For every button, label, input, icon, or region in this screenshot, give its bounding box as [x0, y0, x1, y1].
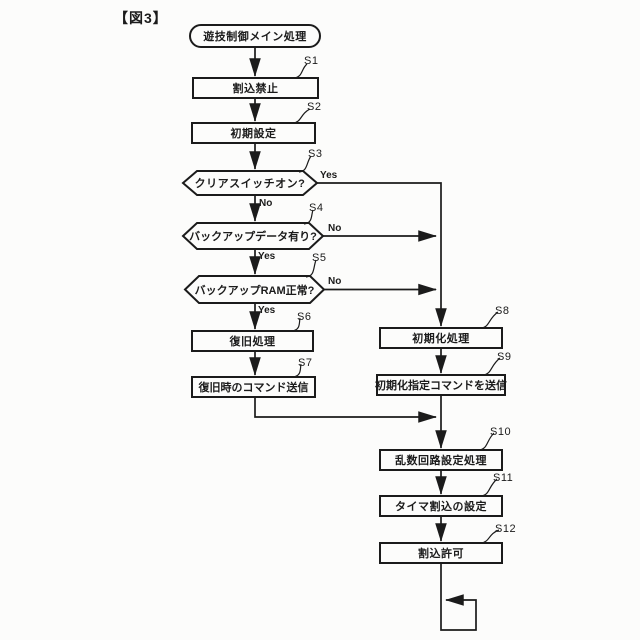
- node-s6-label: 復旧処理: [229, 336, 276, 348]
- step-ref-s1: S1: [304, 55, 319, 67]
- node-s5-label: バックアップRAM正常?: [194, 284, 315, 297]
- node-s2-shape: [191, 122, 316, 144]
- ref-squiggle-s12: [480, 529, 500, 544]
- branch-label-s3-yes: Yes: [320, 170, 338, 181]
- ref-squiggle-s9: [482, 357, 501, 376]
- ref-squiggle-s1: [293, 63, 308, 79]
- ref-squiggle-s10: [478, 432, 495, 451]
- ref-squiggle-s3: [298, 155, 312, 173]
- ref-squiggle-s4: [303, 209, 314, 225]
- node-s9-label: 初期化指定コマンドを送信: [375, 380, 507, 392]
- branch-label-s3-no: No: [259, 198, 273, 209]
- step-ref-s6: S6: [297, 311, 312, 323]
- node-s3-label: クリアスイッチオン?: [194, 178, 306, 190]
- ref-squiggle-s7: [292, 363, 302, 378]
- step-ref-s5: S5: [312, 252, 327, 264]
- node-s12-label: 割込許可: [418, 548, 464, 560]
- node-s2-label: 初期設定: [230, 128, 277, 140]
- step-ref-s12: S12: [495, 523, 517, 535]
- branch-label-s5-yes: Yes: [258, 305, 276, 316]
- step-ref-s11: S11: [493, 472, 514, 484]
- step-ref-connectors: [291, 63, 501, 544]
- node-s6-shape: [191, 330, 314, 352]
- ref-squiggle-s6: [291, 317, 301, 332]
- step-ref-s10: S10: [490, 426, 512, 438]
- node-s11-label: タイマ割込の設定: [395, 501, 487, 513]
- node-start-label: 遊技制御メイン処理: [203, 31, 307, 43]
- node-s7-shape: [191, 376, 316, 398]
- node-s1-label: 割込禁止: [232, 83, 279, 95]
- flow-lines: [249, 47, 477, 631]
- edge-s3-yes-s8: [317, 182, 447, 327]
- edge-s7-join: [254, 397, 437, 423]
- step-ref-s8: S8: [495, 305, 510, 317]
- ref-squiggle-s2: [292, 108, 311, 124]
- node-s7-label: 復旧時のコマンド送信: [198, 382, 309, 394]
- step-ref-s7: S7: [298, 357, 313, 369]
- branch-label-s4-yes: Yes: [258, 251, 276, 262]
- node-s10-label: 乱数回路設定処理: [395, 455, 487, 467]
- step-ref-s2: S2: [307, 101, 322, 113]
- node-s8-label: 初期化処理: [412, 333, 470, 345]
- step-ref-s3: S3: [308, 148, 323, 160]
- step-ref-s4: S4: [309, 202, 324, 214]
- ref-squiggle-s11: [480, 478, 498, 497]
- branch-label-s5-no: No: [328, 276, 342, 287]
- ref-squiggle-s5: [305, 259, 317, 278]
- node-s4-label: バックアップデータ有り?: [189, 231, 317, 243]
- step-ref-s9: S9: [497, 351, 512, 363]
- edge-s12-loop: [440, 563, 477, 631]
- ref-squiggle-s8: [480, 311, 499, 329]
- figure-title: 【図3】: [114, 10, 168, 26]
- branch-label-s4-no: No: [328, 223, 342, 234]
